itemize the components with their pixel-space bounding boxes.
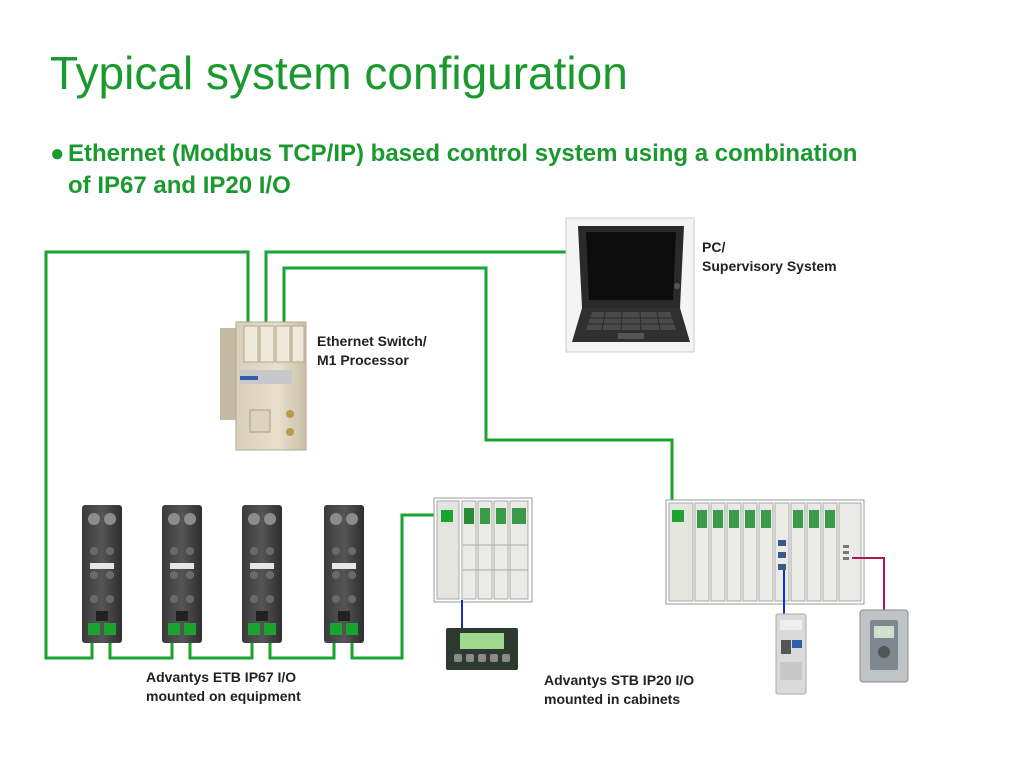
etb-module-4 [324, 505, 364, 643]
cable-switch-to-etb-loop [44, 250, 250, 660]
cable-etb-chain-2 [188, 636, 254, 660]
stb-rack-right [665, 499, 865, 605]
bullet-dot: ● [50, 140, 65, 167]
cable-etb-chain-1 [108, 636, 174, 660]
switch-label: Ethernet Switch/ M1 Processor [317, 333, 427, 368]
drive-cable [852, 557, 885, 612]
bullet-text: Ethernet (Modbus TCP/IP) based control s… [68, 140, 858, 199]
cable-switch-to-pc [264, 250, 568, 322]
etb-modules [82, 505, 364, 643]
bullet-point: ● Ethernet (Modbus TCP/IP) based control… [50, 138, 880, 202]
cable-etb-to-stb-left [350, 513, 442, 660]
cable-switch-to-stb-right [282, 266, 674, 515]
ethernet-switch [220, 321, 307, 451]
stb-rack-left [433, 497, 533, 603]
etb-module-1 [82, 505, 122, 643]
cable-etb-chain-3 [268, 636, 336, 660]
motor-controller [775, 613, 807, 695]
etb-module-2 [162, 505, 202, 643]
hmi-display [446, 628, 518, 670]
laptop-pc [565, 217, 695, 353]
ethernet-cables [44, 250, 674, 660]
etb-module-3 [242, 505, 282, 643]
speed-drive [859, 609, 909, 683]
etb-label: Advantys ETB IP67 I/O mounted on equipme… [146, 669, 301, 704]
slide-title: Typical system configuration [50, 47, 628, 99]
pc-label: PC/ Supervisory System [702, 239, 837, 274]
stb-label: Advantys STB IP20 I/O mounted in cabinet… [544, 672, 695, 707]
